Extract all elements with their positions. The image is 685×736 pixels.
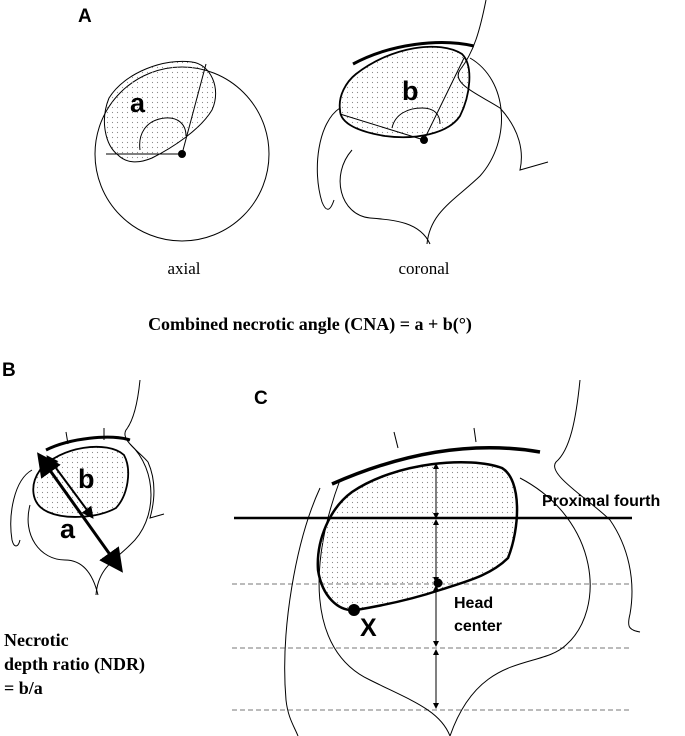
ndr-caption-line2: depth ratio (NDR) <box>4 654 145 675</box>
proximal-pelvis-outline <box>554 379 641 633</box>
proximal-fourth-label: Proximal fourth <box>542 493 660 510</box>
axial-angle-label: a <box>130 88 146 118</box>
ndr-acetabulum <box>45 435 131 452</box>
proximal-necrotic-area <box>316 460 519 612</box>
proximal-head-arc <box>449 477 591 736</box>
coronal-neck-outline <box>339 149 431 245</box>
axial-necrotic-area <box>103 60 217 163</box>
axial-angle-line-2 <box>181 63 207 155</box>
ndr-label-a: a <box>60 514 76 544</box>
ndr-label-b: b <box>78 464 95 494</box>
coronal-angle-line-1 <box>339 113 425 141</box>
coronal-pelvis-outline <box>457 0 549 171</box>
proximal-tick-2 <box>473 427 477 443</box>
ndr-caption-line3: = b/a <box>4 678 43 698</box>
panel-b: B b a Necrotic depth ratio (NDR) = b/a <box>2 360 165 698</box>
panel-c-letter: C <box>254 388 268 409</box>
axial-caption: axial <box>167 259 200 278</box>
ndr-caption-line1: Necrotic <box>4 630 69 650</box>
proximal-diagram <box>232 379 641 736</box>
panel-a-letter: A <box>78 6 92 27</box>
head-center-point <box>433 578 443 588</box>
ndr-diagram <box>10 379 165 596</box>
panel-c: C Proximal fourth Head center <box>232 379 660 736</box>
coronal-acetabulum <box>352 41 475 66</box>
coronal-angle-line-2 <box>423 57 465 141</box>
panel-a: A a axial b coronal Combined necrot <box>78 0 549 335</box>
axial-center-point <box>178 150 186 158</box>
axial-diagram <box>94 60 270 242</box>
ndr-tick-1 <box>65 431 69 445</box>
coronal-lateral-outline <box>316 107 341 210</box>
coronal-caption: coronal <box>399 259 450 278</box>
point-x-marker <box>348 604 360 616</box>
coronal-angle-label: b <box>402 76 419 106</box>
proximal-acetabulum <box>331 446 541 486</box>
cna-formula: Combined necrotic angle (CNA) = a + b(°) <box>148 314 472 335</box>
coronal-diagram <box>316 0 549 245</box>
ndr-segment-a <box>37 452 123 573</box>
coronal-head-arc <box>426 57 502 245</box>
ndr-lateral-outline <box>10 469 33 547</box>
proximal-tick-1 <box>393 431 399 449</box>
coronal-inner-contour <box>391 107 441 129</box>
panel-b-letter: B <box>2 360 16 381</box>
coronal-necrotic-area <box>338 45 471 139</box>
coronal-center-point <box>420 136 428 144</box>
head-center-label-line2: center <box>454 618 502 635</box>
head-center-label-line1: Head <box>454 595 493 612</box>
ndr-pelvis-outline <box>124 379 165 519</box>
axial-inner-contour <box>139 117 187 151</box>
proximal-lateral-outline <box>284 487 321 736</box>
point-x-label: X <box>360 614 377 642</box>
